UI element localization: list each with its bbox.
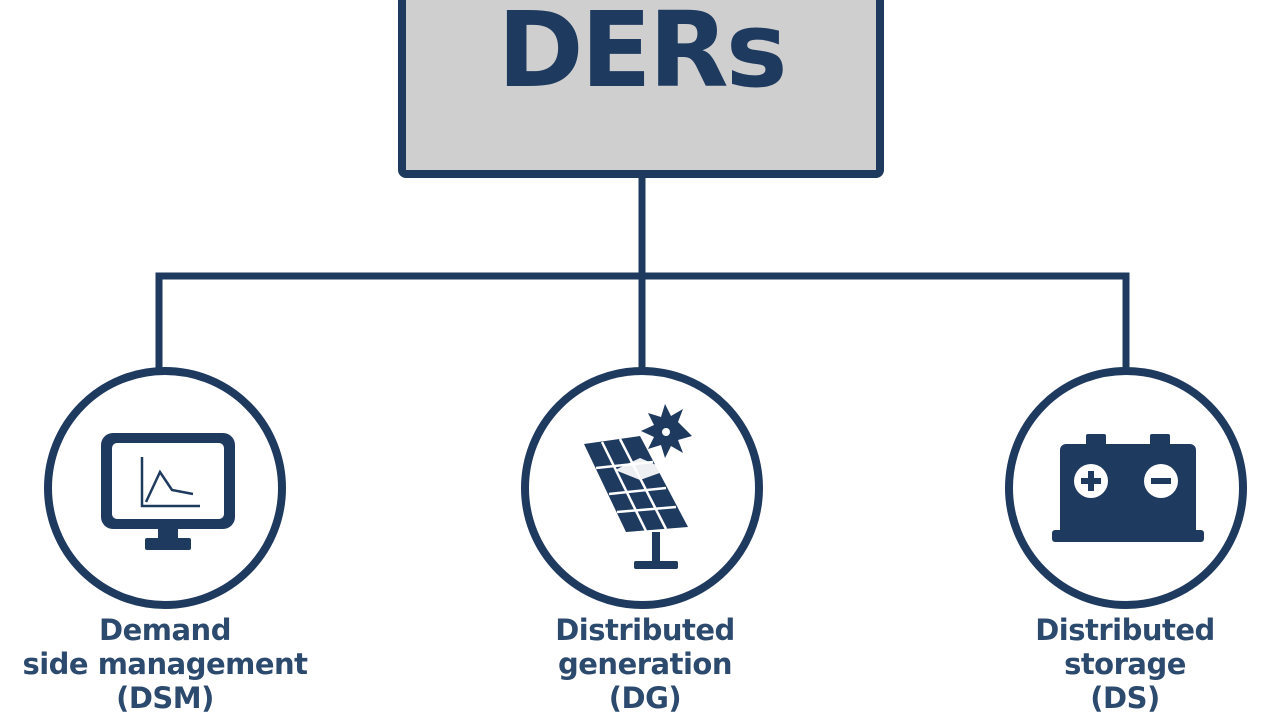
node-label-line: (DG) bbox=[608, 681, 682, 715]
root-node-box: DERs bbox=[398, 0, 884, 178]
monitor-chart-icon bbox=[101, 433, 235, 550]
node-label-dsm: Demand side management (DSM) bbox=[10, 613, 320, 715]
node-label-dg: Distributed generation (DG) bbox=[490, 613, 800, 715]
node-label-line: generation bbox=[558, 647, 732, 681]
node-label-line: Demand bbox=[99, 613, 231, 647]
node-label-ds: Distributed storage (DS) bbox=[970, 613, 1280, 715]
node-label-line: (DSM) bbox=[116, 681, 214, 715]
node-label-line: side management bbox=[22, 647, 308, 681]
node-label-line: (DS) bbox=[1090, 681, 1160, 715]
root-title: DERs bbox=[497, 0, 787, 111]
node-label-line: Distributed bbox=[555, 613, 735, 647]
solar-panel-icon bbox=[584, 404, 692, 569]
sun-icon bbox=[641, 404, 692, 458]
node-label-line: Distributed bbox=[1035, 613, 1215, 647]
node-label-line: storage bbox=[1064, 647, 1186, 681]
battery-icon bbox=[1052, 434, 1204, 542]
